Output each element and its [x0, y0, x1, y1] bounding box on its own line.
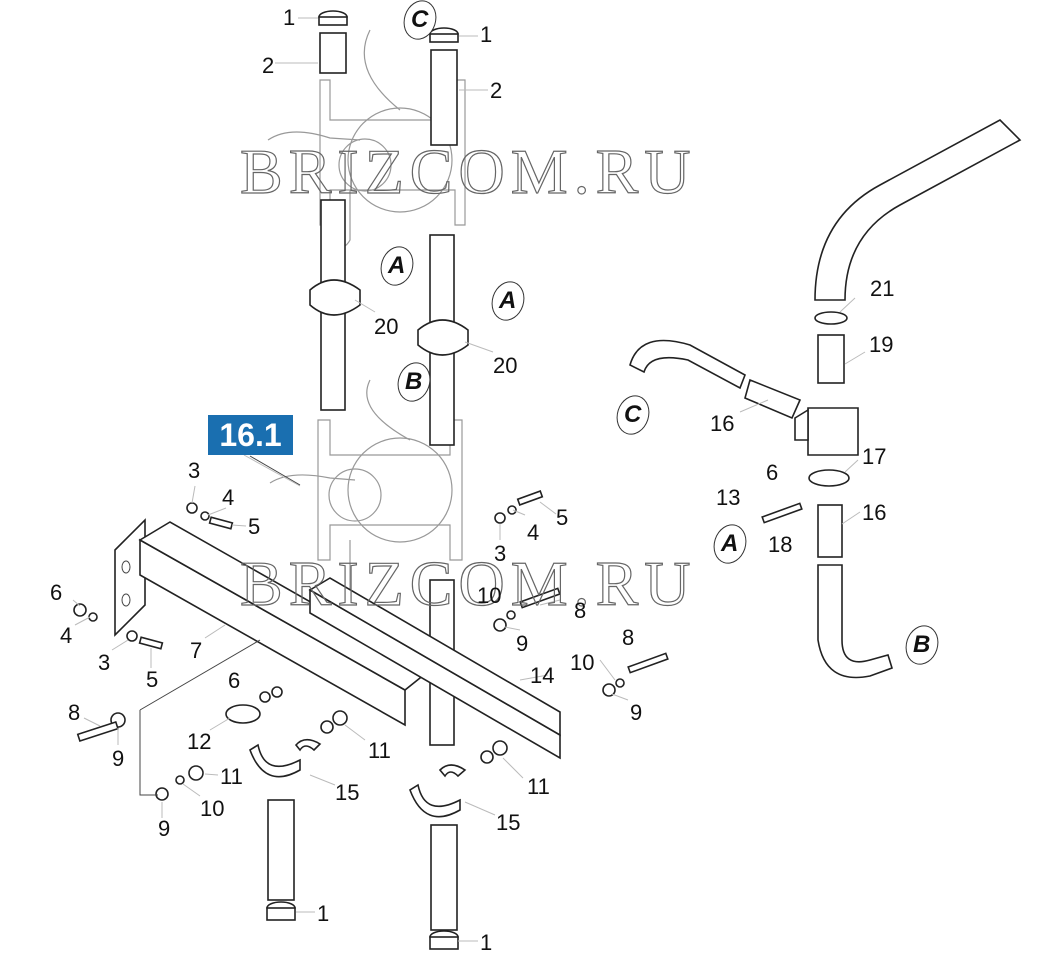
part-label: 21: [870, 276, 895, 301]
leader-lines: [72, 17, 866, 942]
part-label: 16: [710, 411, 735, 436]
hardware: [73, 490, 669, 818]
part-label: 5: [146, 667, 159, 692]
part-label: 9: [516, 631, 529, 656]
part-label: 8: [68, 700, 81, 725]
part-label: 9: [158, 816, 171, 841]
part-label: 6: [766, 460, 779, 485]
part-label: 12: [187, 729, 212, 754]
part-label: 3: [494, 541, 507, 566]
part-label: 7: [190, 638, 203, 663]
left-pipe: [266, 10, 361, 921]
part-label: 4: [60, 623, 73, 648]
part-label: 3: [188, 458, 201, 483]
part-label: 2: [490, 78, 503, 103]
part-label: 3: [98, 650, 111, 675]
part-label: 20: [374, 314, 399, 339]
part-label: 9: [630, 700, 643, 725]
part-label: 17: [862, 444, 887, 469]
part-label: 14: [530, 663, 555, 688]
part-label: 11: [368, 738, 391, 763]
part-label: 9: [112, 746, 125, 771]
part-label: 20: [493, 353, 518, 378]
part-label: 1: [283, 5, 296, 30]
part-label: 10: [570, 650, 595, 675]
part-label: 10: [200, 796, 225, 821]
part-label: 6: [50, 580, 63, 605]
watermark-top: BRIZCOM.RU: [239, 136, 697, 207]
support-bracket-7: [114, 518, 432, 727]
part-label: 16: [862, 500, 887, 525]
part-label: 5: [556, 505, 569, 530]
part-label: 1: [480, 930, 493, 955]
part-label: 4: [527, 520, 540, 545]
watermark-middle: BRIZCOM.RU: [239, 548, 697, 619]
part-label: 2: [262, 53, 275, 78]
part-label: 15: [335, 780, 360, 805]
section-badge: 16.1: [208, 415, 293, 455]
part-label: 19: [869, 332, 894, 357]
part-label: 8: [622, 625, 635, 650]
part-label: 5: [248, 514, 261, 539]
part-label: 11: [220, 764, 243, 789]
supply-hose: [629, 119, 1022, 679]
part-label: 8: [574, 598, 587, 623]
part-label: 1: [480, 22, 493, 47]
part-label: 10: [477, 583, 502, 608]
part-label: 18: [768, 532, 793, 557]
part-label: 11: [527, 774, 550, 799]
part-label: 6: [228, 668, 241, 693]
rail-14: [308, 577, 561, 760]
part-label: 13: [716, 485, 741, 510]
part-label: 4: [222, 485, 235, 510]
part-label: 15: [496, 810, 521, 835]
part-label: 1: [317, 901, 330, 926]
